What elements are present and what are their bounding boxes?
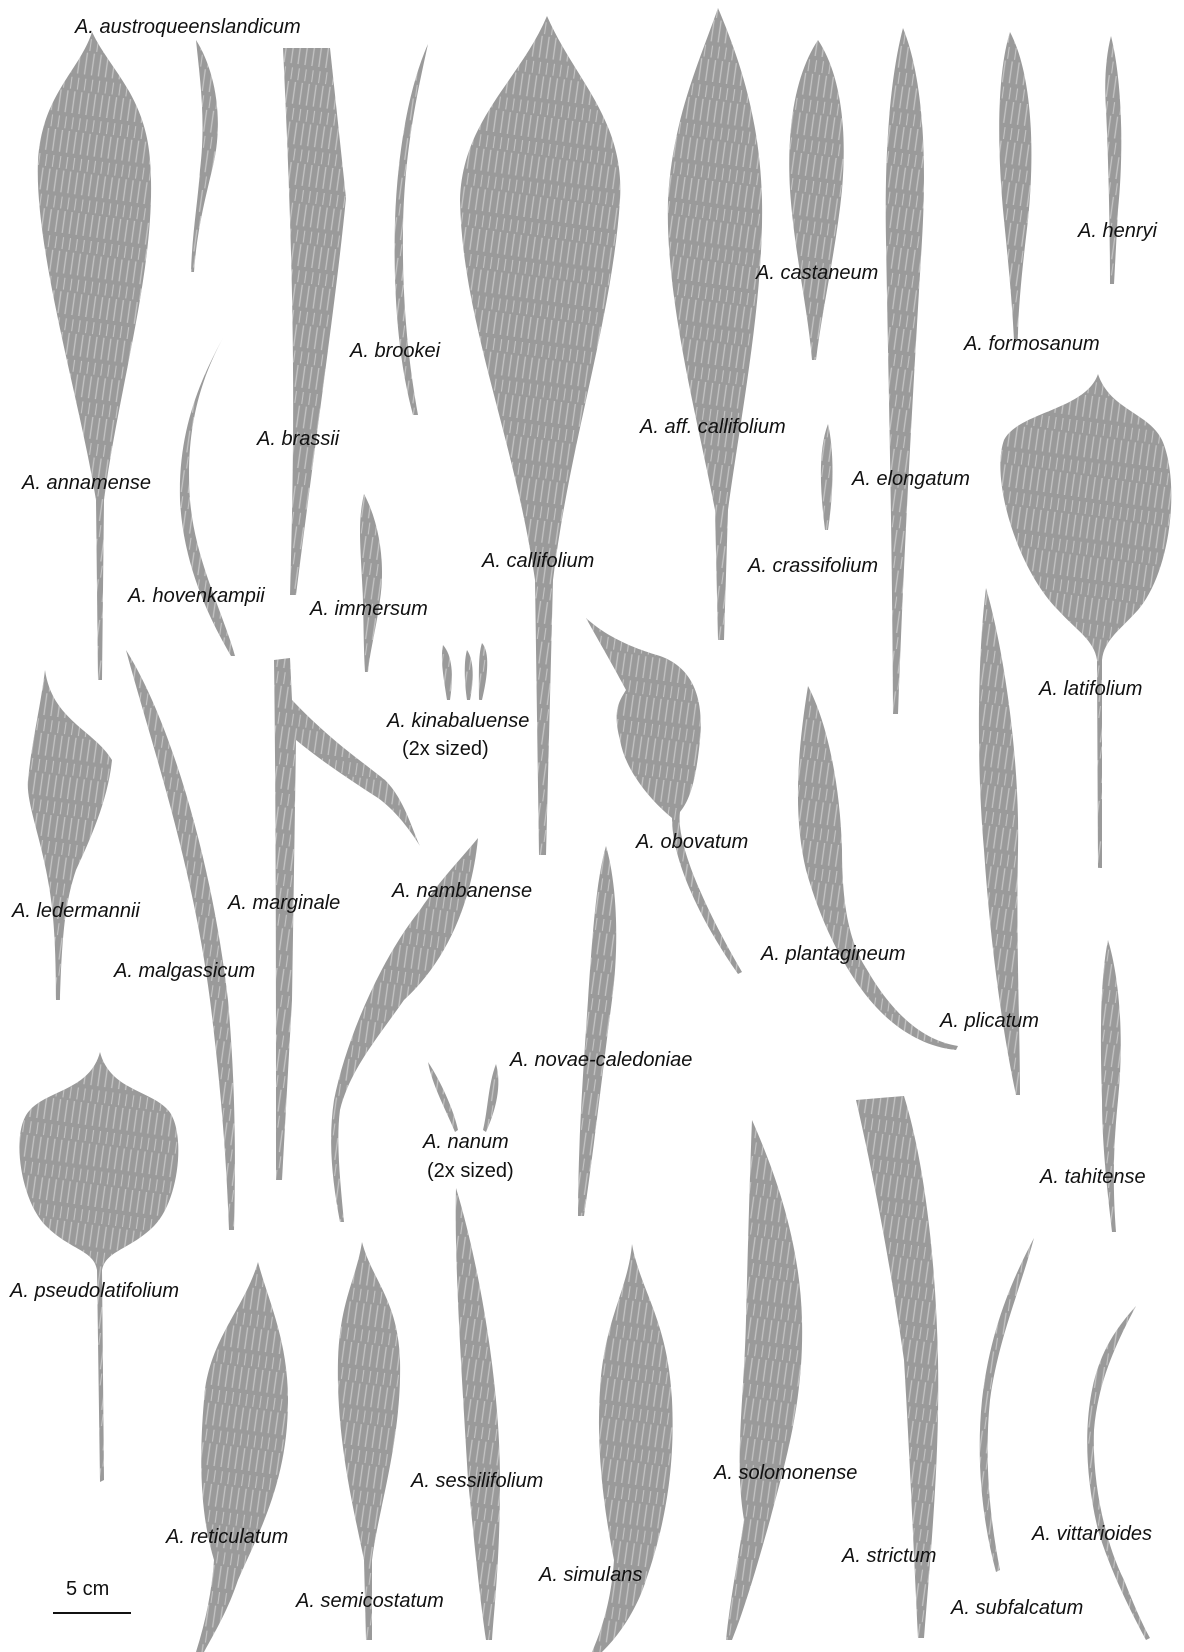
label-latifolium: A. latifolium [1039,678,1142,700]
leaf-reticulatum-venation [196,1262,288,1652]
scale-bar [53,1612,131,1614]
label-nanum: A. nanum [423,1131,509,1153]
label-plantagineum: A. plantagineum [761,943,906,965]
label-obovatum: A. obovatum [636,831,748,853]
leaf-kinabaluense-a-venation [442,645,452,700]
note-kinabaluense-size: (2x sized) [402,738,489,760]
label-brassii: A. brassii [257,428,339,450]
label-callifolium: A. callifolium [482,550,594,572]
label-semicostatum: A. semicostatum [296,1590,444,1612]
note-nanum-size: (2x sized) [427,1160,514,1182]
label-marginale: A. marginale [228,892,340,914]
label-hovenkampii: A. hovenkampii [128,585,265,607]
leaf-pseudolatifolium-venation [19,1052,178,1482]
leaf-vittarioides-venation [1087,1306,1150,1640]
label-sessilifolium: A. sessilifolium [411,1470,543,1492]
leaf-vittarioides [1087,1306,1150,1640]
label-austroqueenslandicum: A. austroqueenslandicum [75,16,301,38]
label-tahitense: A. tahitense [1040,1166,1146,1188]
label-elongatum: A. elongatum [852,468,970,490]
leaf-sessilifolium-venation [456,1188,500,1640]
label-crassifolium: A. crassifolium [748,555,878,577]
leaf-simulans-venation [592,1244,673,1652]
leaf-immersum-venation [360,494,382,672]
leaf-hovenkampii-venation [180,336,235,656]
leaf-plantagineum-venation [798,686,958,1050]
leaf-aff-callifolium-venation [668,8,762,640]
leaf-austroqueenslandicum-venation [38,32,151,680]
leaf-crassifolium-venation [821,424,833,530]
leaf-kinabaluense-c-venation [479,643,487,700]
leaf-kinabaluense-b-venation [465,650,473,700]
label-reticulatum: A. reticulatum [166,1526,288,1548]
label-castaneum: A. castaneum [756,262,878,284]
leaf-nanum-b-venation [483,1064,498,1132]
leaf-tahitense-venation [1101,940,1121,1232]
label-subfalcatum: A. subfalcatum [951,1597,1083,1619]
label-immersum: A. immersum [310,598,428,620]
label-malgassicum: A. malgassicum [114,960,255,982]
label-vittarioides: A. vittarioides [1032,1523,1152,1545]
leaf-henryi-venation [1105,36,1121,284]
leaf-ledermannii-venation [28,670,112,1000]
label-nambanense: A. nambanense [392,880,532,902]
leaf-brassii-venation [283,48,346,595]
label-ledermannii: A. ledermannii [12,900,140,922]
label-novae-caledoniae: A. novae-caledoniae [510,1049,692,1071]
leaf-castaneum-venation [789,40,843,360]
leaf-formosanum-venation [999,32,1031,340]
label-plicatum: A. plicatum [940,1010,1039,1032]
label-aff-callifolium: A. aff. callifolium [640,416,786,438]
label-strictum: A. strictum [842,1545,936,1567]
leaf-novae-caledoniae-venation [578,846,616,1216]
label-solomonense: A. solomonense [714,1462,857,1484]
leaf-solomonense-venation [726,1120,802,1640]
label-pseudolatifolium: A. pseudolatifolium [10,1280,179,1302]
label-simulans: A. simulans [539,1564,642,1586]
leaf-annamense-strap-venation [191,40,218,272]
leaf-semicostatum-venation [338,1242,400,1640]
label-annamense: A. annamense [22,472,151,494]
leaf-latifolium-venation [1000,374,1171,868]
scale-bar-label: 5 cm [66,1578,109,1601]
leaf-subfalcatum-venation [980,1238,1034,1572]
label-kinabaluense: A. kinabaluense [387,710,529,732]
label-brookei: A. brookei [350,340,440,362]
label-formosanum: A. formosanum [964,333,1100,355]
leaf-marginale-venation [274,658,420,1180]
leaf-nanum-a-venation [428,1062,458,1132]
leaf-elongatum-venation [886,28,924,714]
label-henryi: A. henryi [1078,220,1157,242]
